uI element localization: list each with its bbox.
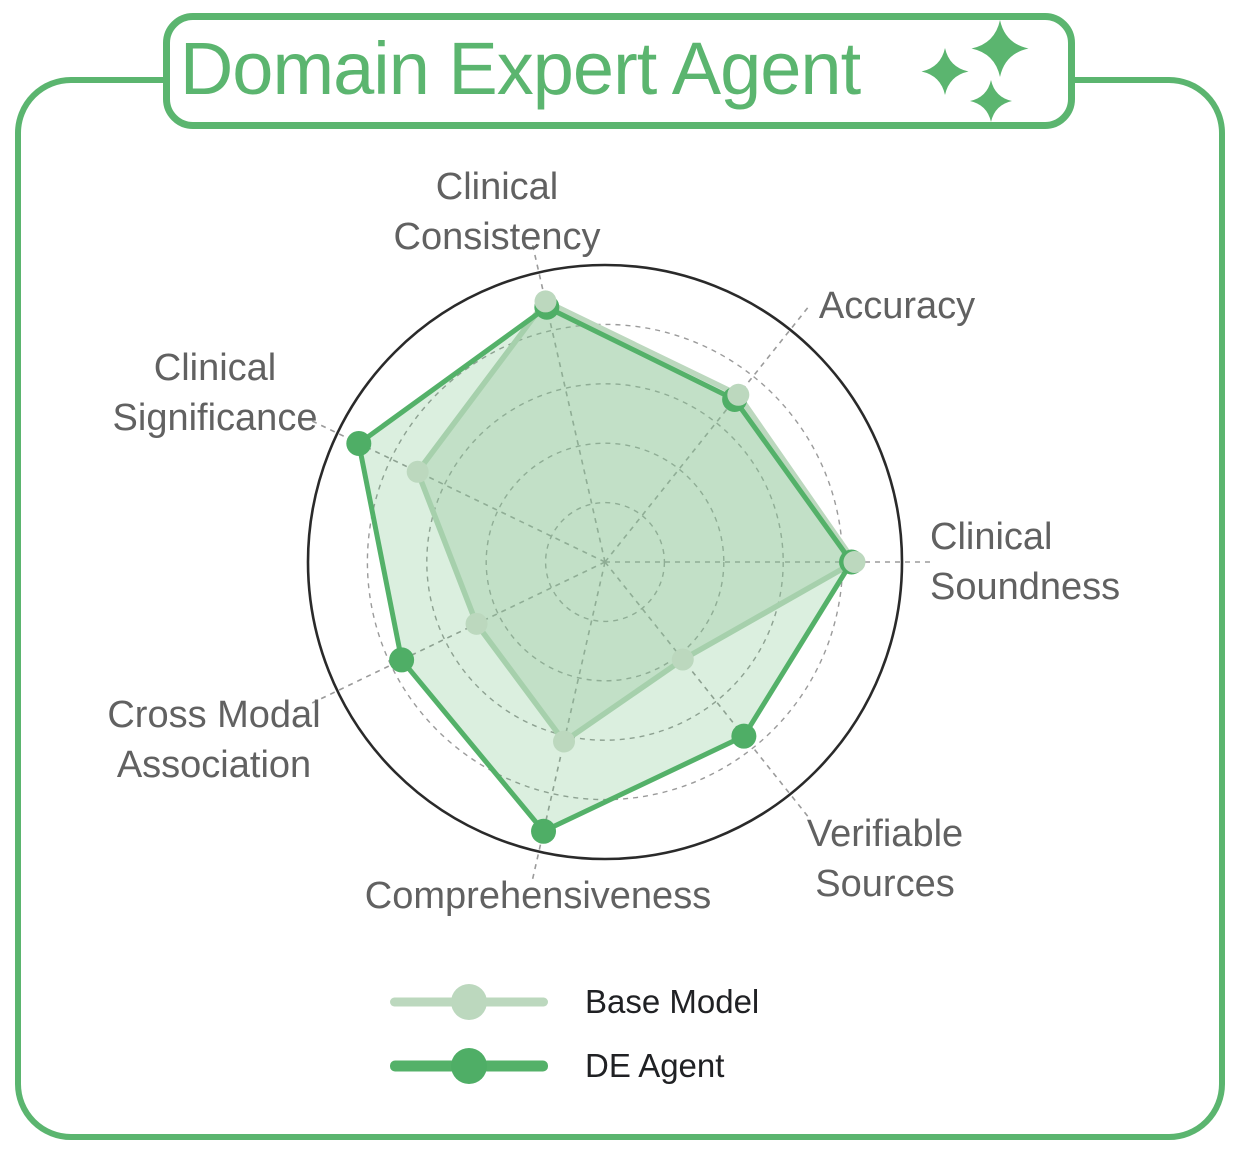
radar-outer-ring	[306, 263, 904, 861]
axis-label-cross-modal-association: Cross Modal Association	[107, 693, 321, 786]
base-model-point	[727, 383, 750, 406]
title-box: Domain Expert Agent	[163, 13, 1075, 129]
de-agent-point	[346, 430, 372, 456]
radar-gridline	[544, 501, 666, 623]
legend-label-de-agent: DE Agent	[585, 1047, 725, 1084]
axis-label-accuracy: Accuracy	[818, 284, 976, 327]
radar-spoke	[310, 561, 606, 705]
base-model-point	[534, 290, 557, 313]
de-agent-polygon	[356, 304, 855, 834]
legend-swatch-base-model	[390, 982, 548, 1022]
base-model-point	[465, 612, 488, 635]
base-model-point	[671, 648, 694, 671]
sparkle-small-icon	[970, 80, 1013, 122]
sparkles-icon	[921, 20, 1029, 122]
base-model-point	[553, 730, 576, 753]
legend-item-de-agent: DE Agent	[390, 1046, 759, 1086]
axis-label-verifiable-sources: Verifiable Sources	[806, 812, 964, 905]
base-model-point	[843, 551, 866, 573]
de-agent-point	[731, 723, 757, 749]
sparkle-large-icon	[971, 20, 1029, 77]
radar-spoke	[604, 561, 810, 818]
base-model-point	[406, 460, 429, 483]
de-agent-point	[389, 647, 415, 673]
radar-gridline	[426, 383, 784, 741]
de-agent-point	[531, 818, 557, 844]
page-title: Domain Expert Agent	[179, 27, 861, 110]
axis-label-clinical-soundness: Clinical Soundness	[930, 515, 1121, 608]
legend-label-base-model: Base Model	[585, 983, 760, 1020]
sparkle-medium-icon	[921, 48, 969, 95]
axis-label-comprehensiveness: Comprehensiveness	[364, 874, 712, 917]
axis-label-clinical-significance: Clinical Significance	[112, 346, 318, 439]
legend-item-base-model: Base Model	[390, 982, 759, 1022]
legend: Base Model DE Agent	[390, 982, 759, 1110]
legend-swatch-de-agent	[390, 1046, 548, 1086]
radar-gridline	[485, 442, 725, 682]
axis-label-clinical-consistency: Clinical Consistency	[393, 165, 601, 258]
radar-spoke	[604, 306, 810, 563]
